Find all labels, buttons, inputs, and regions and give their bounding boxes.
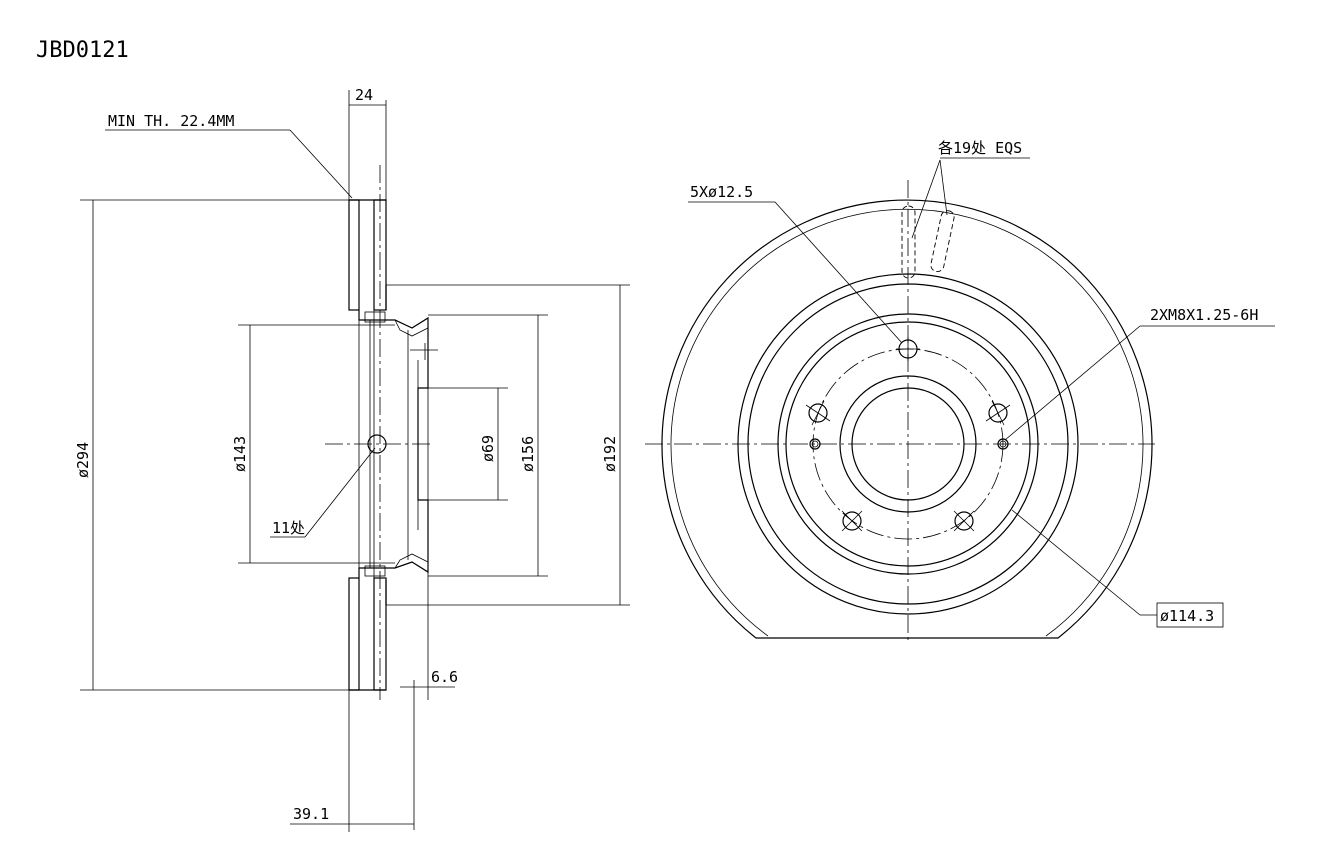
side-view-dimensions: 24 MIN TH. 22.4MM ø294 ø143 ø69 ø156 ø19… <box>74 86 630 832</box>
dia-156-label: ø156 <box>519 436 537 472</box>
slots-label: 各19处 EQS <box>938 139 1022 157</box>
hole-count-label: 11处 <box>272 519 305 537</box>
slot <box>930 210 955 273</box>
front-view-annotations: 5Xø12.5 各19处 EQS 2XM8X1.25-6H ø114.3 <box>688 139 1275 628</box>
side-section-view <box>325 165 438 830</box>
dia-143-label: ø143 <box>231 436 249 472</box>
front-view <box>645 180 1155 640</box>
drawing-title: JBD0121 <box>36 38 129 63</box>
outer-plate-top <box>348 199 360 311</box>
dia-192-label: ø192 <box>601 436 619 472</box>
pcd-label: ø114.3 <box>1160 607 1214 625</box>
bolt-hole <box>988 403 1008 423</box>
bolt-holes-label: 5Xø12.5 <box>690 183 753 201</box>
bolt-hole <box>808 403 828 423</box>
outer-plate-bottom <box>348 577 360 691</box>
thickness-label: 24 <box>355 86 373 104</box>
dia-outer-label: ø294 <box>74 442 92 478</box>
slot <box>901 205 916 279</box>
bolt-hole <box>842 511 862 531</box>
threaded-holes-label: 2XM8X1.25-6H <box>1150 306 1258 324</box>
overall-height-label: 39.1 <box>293 805 329 823</box>
dia-69-label: ø69 <box>479 435 497 462</box>
offset-small-label: 6.6 <box>431 668 458 686</box>
min-thickness-label: MIN TH. 22.4MM <box>108 112 234 130</box>
bolt-hole <box>954 511 974 531</box>
